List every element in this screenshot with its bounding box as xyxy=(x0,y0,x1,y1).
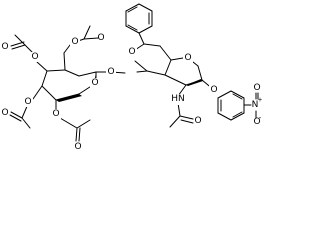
carbonyl-oxygen-5-label: O xyxy=(194,116,201,126)
acetyl-group-bonds xyxy=(9,25,99,142)
acetoxy-6-oxygen-label: O xyxy=(71,37,78,47)
benzylidene-phenyl-ring xyxy=(125,3,153,34)
glcnac-core-bonds xyxy=(131,32,215,97)
molecule-structure-canvas: O O O O O O O O O O O O O HN O N + O O - xyxy=(1,3,262,152)
carbonyl-oxygen-2-label: O xyxy=(97,33,104,43)
acetoxy-4-oxygen-label: O xyxy=(31,52,38,62)
aryl-ether-oxygen-label: O xyxy=(210,85,217,95)
nitro-nitrogen-label: N xyxy=(252,100,259,110)
glycosidic-oxygen-label: O xyxy=(107,67,114,77)
atom-labels: O O O O O O O O O O O O O HN O N + O O - xyxy=(1,33,262,152)
bonds xyxy=(9,3,259,142)
carbonyl-oxygen-3-label: O xyxy=(1,108,8,118)
acetoxy-3-oxygen-label: O xyxy=(24,97,31,107)
nitro-plus-charge-label: + xyxy=(257,97,262,104)
n-acetyl-bonds xyxy=(169,102,194,128)
carbonyl-oxygen-1-label: O xyxy=(1,42,8,52)
acetoxy-2-oxygen-label: O xyxy=(52,109,59,119)
benzylidene-oxygen-label: O xyxy=(128,47,135,57)
nitro-oxygen-2-label: O xyxy=(253,117,260,127)
nitro-minus-charge-label: - xyxy=(259,114,262,122)
nitrophenyl-ring xyxy=(217,90,259,121)
glcnac-ring-oxygen-label: O xyxy=(184,53,191,63)
nitro-oxygen-1-label: O xyxy=(253,83,260,93)
carbonyl-oxygen-4-label: O xyxy=(74,142,81,152)
amide-nh-label: HN xyxy=(171,94,185,104)
molecule-structure: O O O O O O O O O O O O O HN O N + O O - xyxy=(1,3,262,152)
galactose-ring-oxygen-label: O xyxy=(91,78,98,88)
